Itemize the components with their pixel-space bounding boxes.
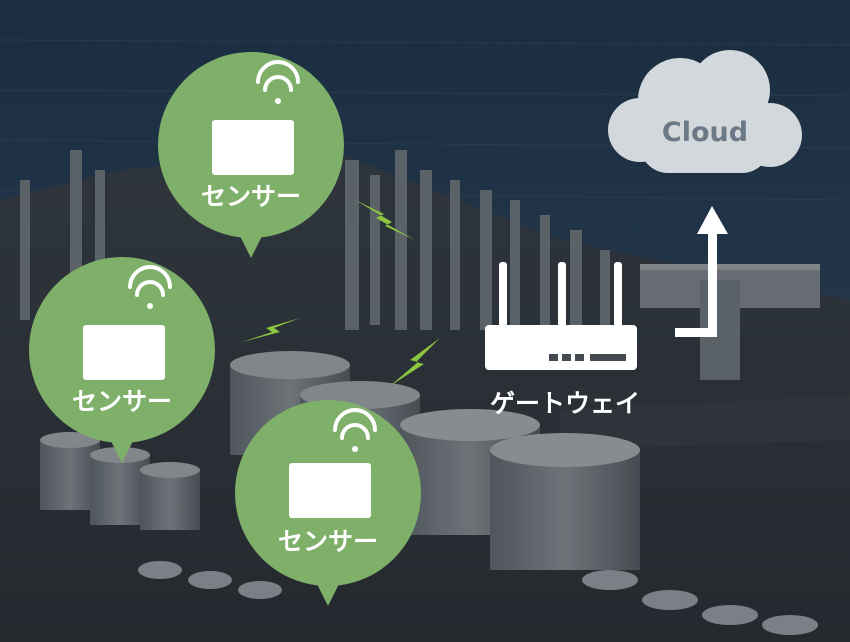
cloud-icon <box>608 50 802 173</box>
gateway-label: ゲートウェイ <box>490 389 640 418</box>
device-icon <box>83 325 165 380</box>
router-icon <box>485 262 637 370</box>
lightning-bolt-icon <box>355 200 415 240</box>
lightning-bolts <box>242 200 440 386</box>
sensor-bubble-2: センサー <box>29 257 215 463</box>
arrow-up-icon <box>675 206 728 337</box>
cloud-label: Cloud <box>662 117 748 148</box>
sensor-label: センサー <box>201 182 301 211</box>
wifi-icon <box>128 265 172 309</box>
lightning-bolt-icon <box>390 338 440 386</box>
sensor-label: センサー <box>72 387 172 416</box>
process-towers <box>20 150 740 380</box>
gateway: ゲートウェイ <box>485 262 640 418</box>
lightning-bolt-icon <box>242 318 300 342</box>
wifi-icon <box>256 60 300 104</box>
sensor-bubble-1: センサー <box>158 52 344 258</box>
device-icon <box>289 463 371 518</box>
pier <box>560 395 850 450</box>
device-icon <box>212 120 294 175</box>
wifi-icon <box>333 408 377 452</box>
sensor-label: センサー <box>278 527 378 556</box>
right-building-roof <box>640 264 820 270</box>
sensor-bubble-3: センサー <box>235 400 421 606</box>
